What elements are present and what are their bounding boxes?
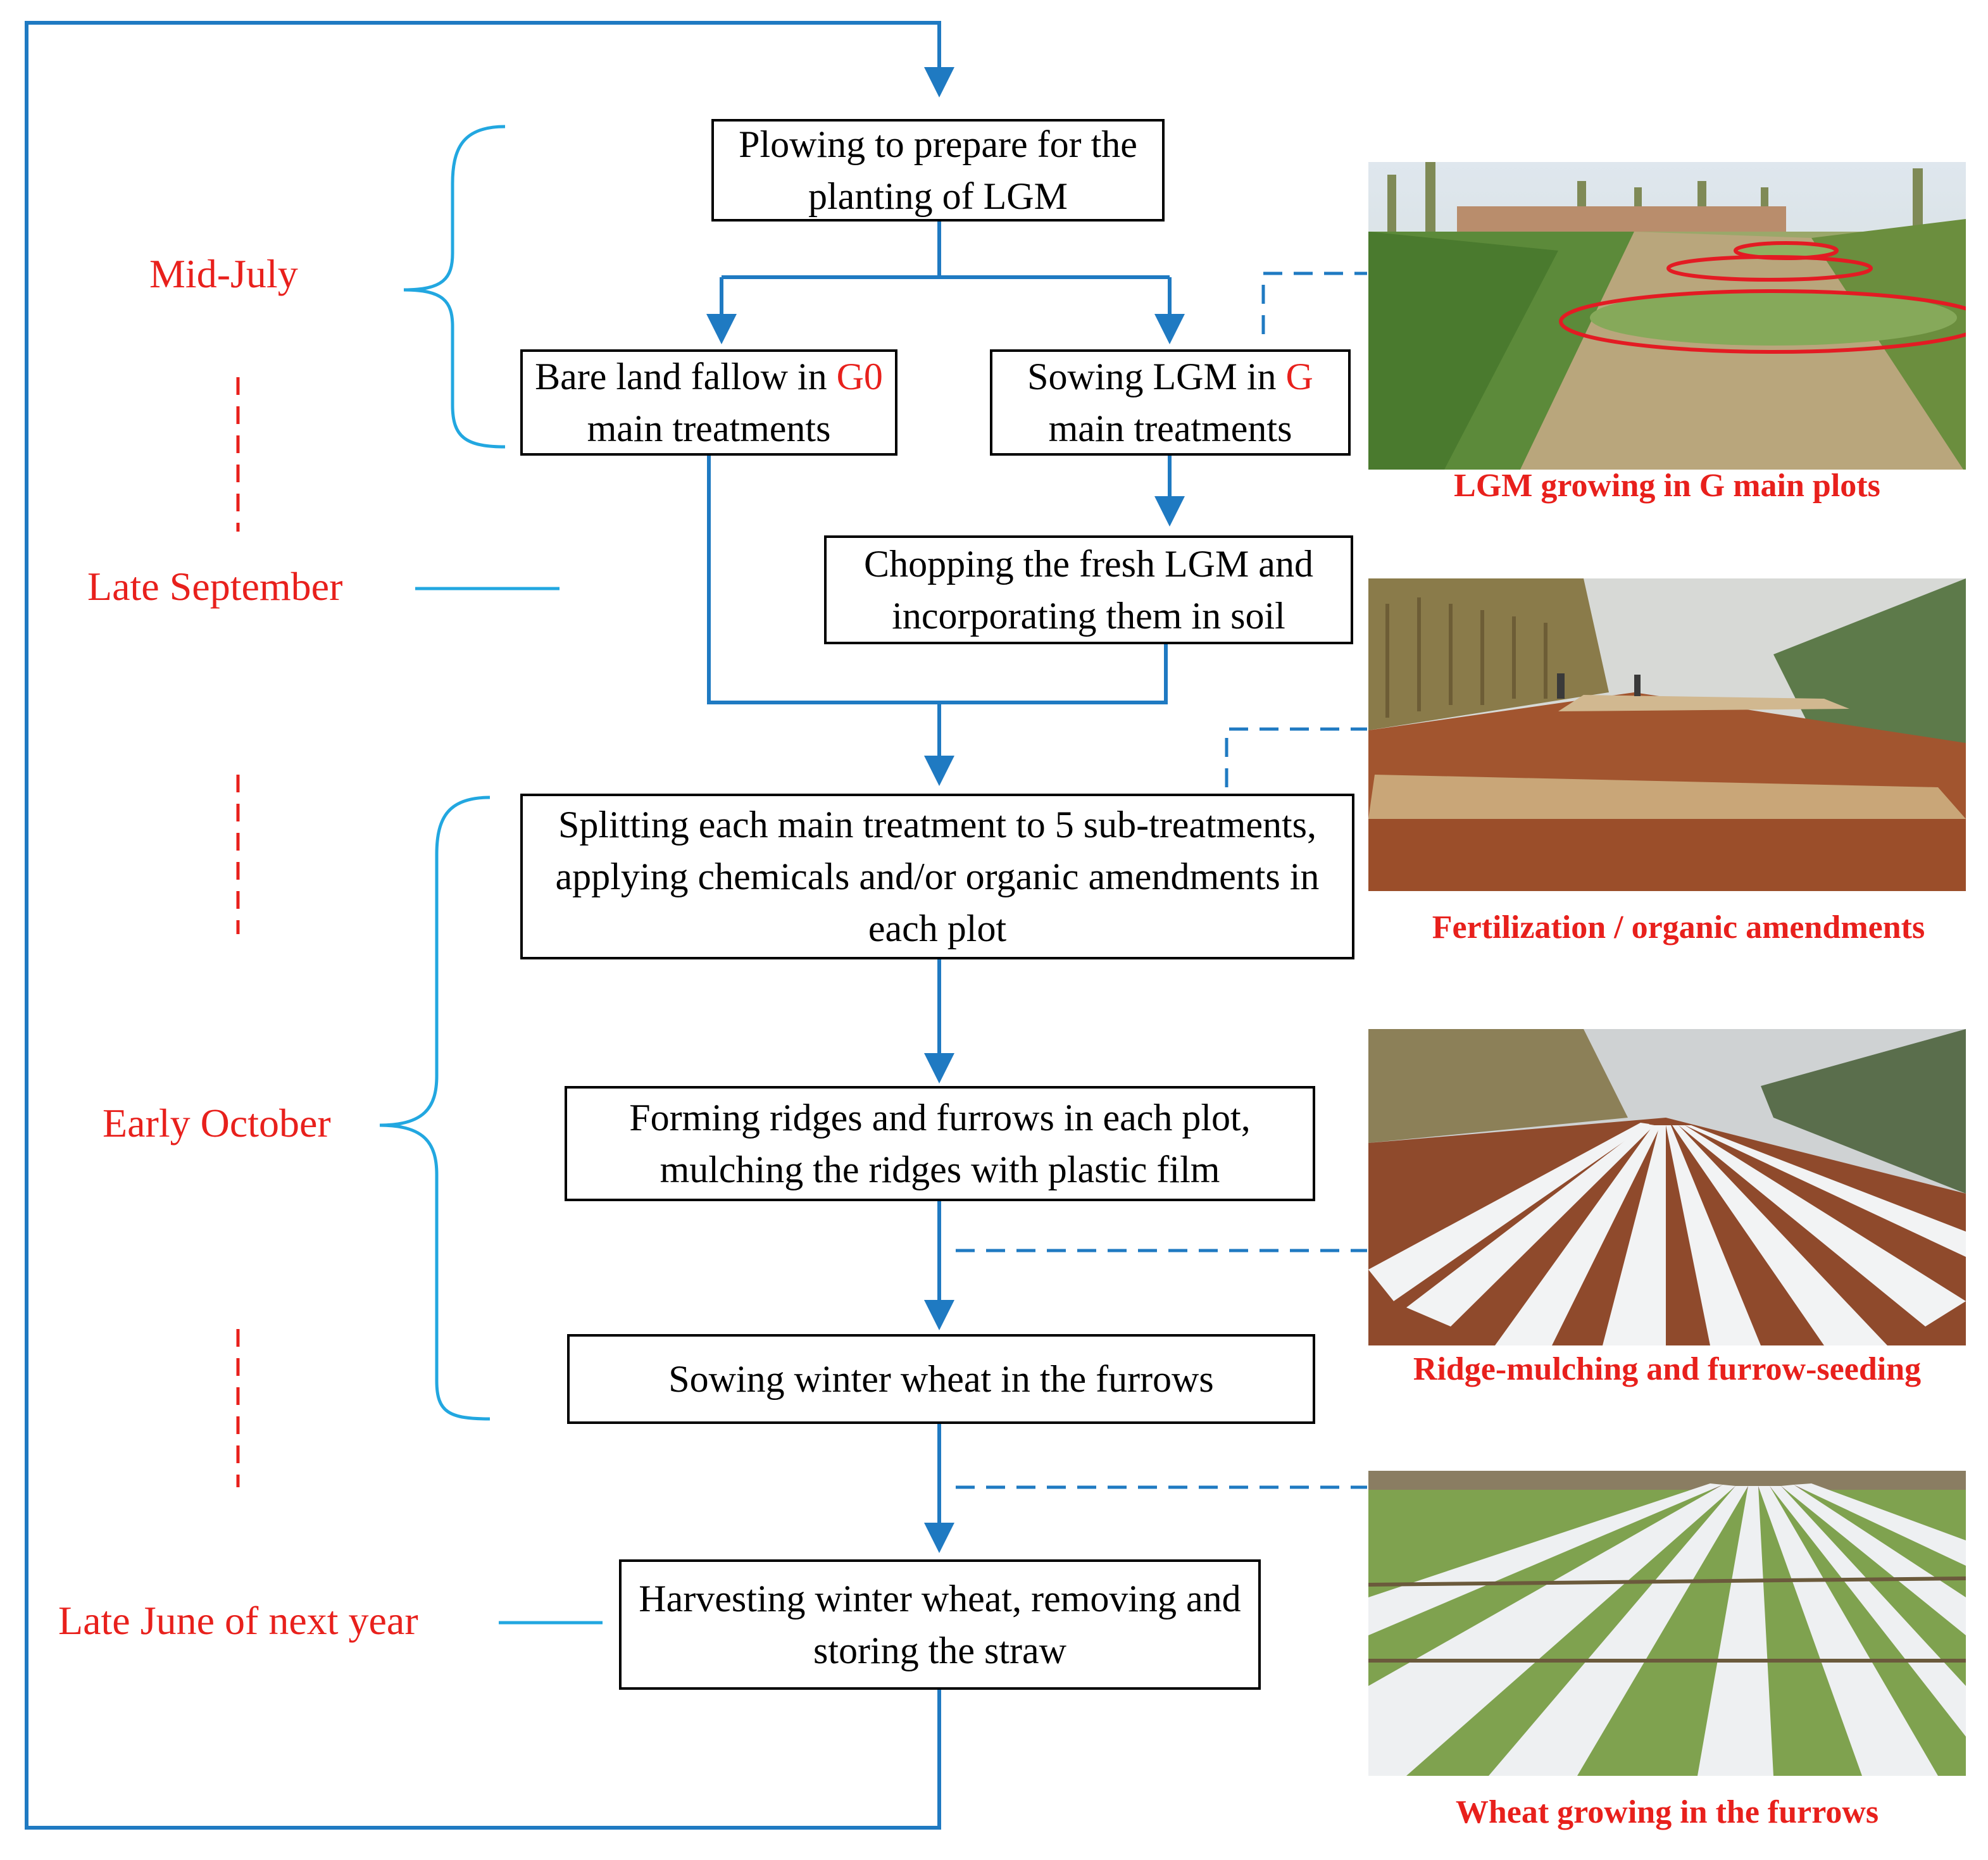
timeline-mid-july: Mid-July xyxy=(149,251,298,296)
bracket-early-october xyxy=(379,796,491,1421)
photo-lgm-plots xyxy=(1368,162,1966,470)
photo-ridge-mulching xyxy=(1368,1029,1966,1345)
step-plowing: Plowing to prepare for the planting of L… xyxy=(711,119,1165,222)
caption-wheat-growing: Wheat growing in the furrows xyxy=(1455,1794,1879,1830)
step-chopping: Chopping the fresh LGM and incorporating… xyxy=(824,535,1353,644)
step-plowing-label: Plowing to prepare for the planting of L… xyxy=(739,123,1137,217)
photo2-link xyxy=(1225,727,1367,787)
loop-line xyxy=(25,21,954,1830)
step-sowing-lgm-label-a: Sowing LGM in xyxy=(1027,356,1286,397)
step-ridges: Forming ridges and furrows in each plot,… xyxy=(565,1086,1315,1201)
step-bare-land-label-a: Bare land fallow in xyxy=(535,356,837,397)
step-splitting: Splitting each main treatment to 5 sub-t… xyxy=(520,794,1354,959)
step-chopping-label: Chopping the fresh LGM and incorporating… xyxy=(864,543,1313,637)
step-ridges-label: Forming ridges and furrows in each plot,… xyxy=(629,1097,1251,1190)
step-harvesting-label: Harvesting winter wheat, removing and st… xyxy=(639,1578,1241,1671)
split-line xyxy=(722,222,1170,279)
step-bare-land: Bare land fallow in G0 main treatments xyxy=(520,349,897,456)
photo-wheat-growing xyxy=(1368,1471,1966,1776)
caption-ridge-mulching: Ridge-mulching and furrow-seeding xyxy=(1413,1351,1922,1387)
caption-fertilization: Fertilization / organic amendments xyxy=(1432,909,1925,946)
timeline-late-september: Late September xyxy=(87,564,343,609)
step-sowing-lgm: Sowing LGM in G main treatments xyxy=(990,349,1351,456)
timeline-late-june: Late June of next year xyxy=(58,1598,418,1643)
timeline-early-october: Early October xyxy=(103,1101,331,1145)
step-bare-land-label-b: main treatments xyxy=(587,408,831,449)
photo1-link xyxy=(1261,272,1367,334)
step-splitting-label: Splitting each main treatment to 5 sub-t… xyxy=(555,804,1320,949)
step-harvesting: Harvesting winter wheat, removing and st… xyxy=(619,1559,1261,1690)
step-sowing-wheat: Sowing winter wheat in the furrows xyxy=(567,1334,1315,1424)
bracket-mid-july xyxy=(403,125,506,449)
step-sowing-lgm-g: G xyxy=(1285,356,1313,397)
step-sowing-wheat-label: Sowing winter wheat in the furrows xyxy=(668,1358,1214,1400)
step-sowing-lgm-label-b: main treatments xyxy=(1048,408,1292,449)
caption-lgm-plots: LGM growing in G main plots xyxy=(1454,468,1880,504)
step-bare-land-g0: G0 xyxy=(836,356,883,397)
photo-fertilization xyxy=(1368,578,1966,891)
